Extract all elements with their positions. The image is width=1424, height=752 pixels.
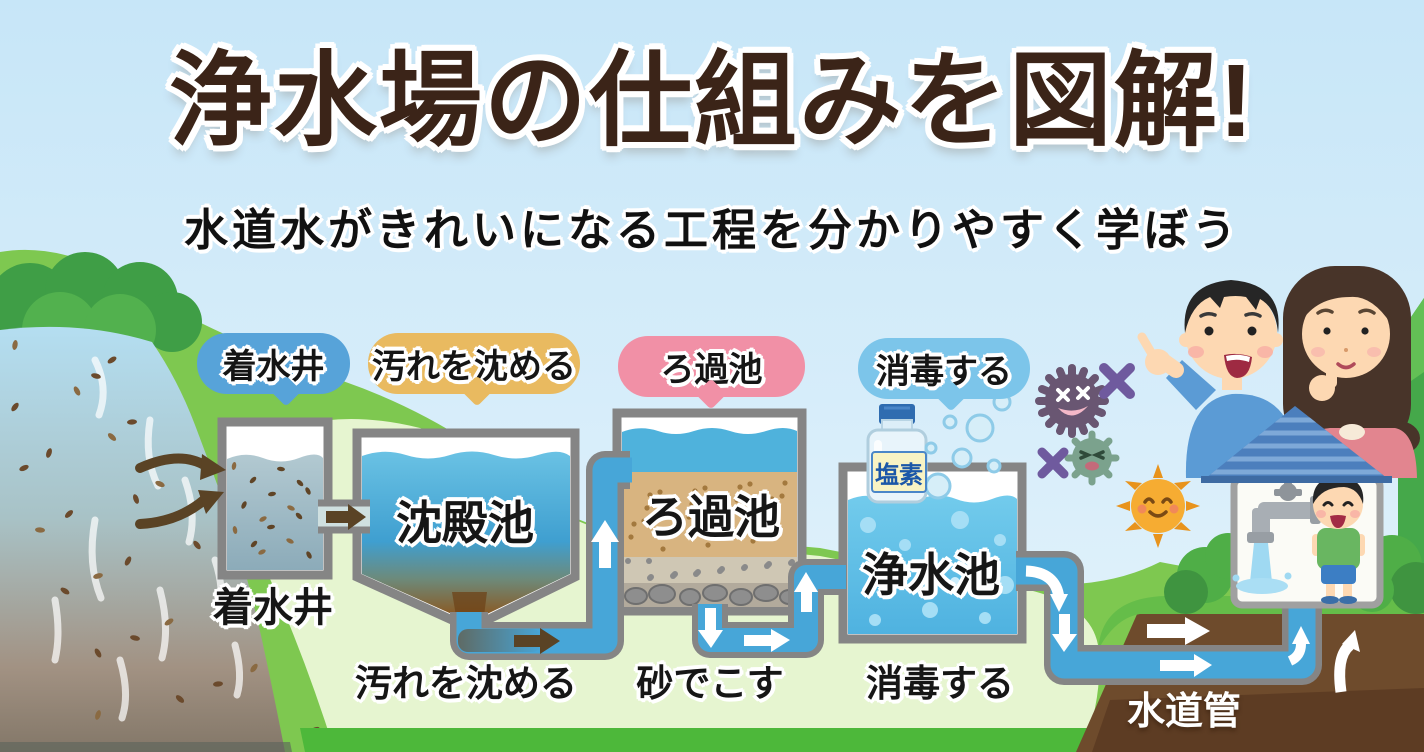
germ-purple-icon [1035,364,1109,438]
callout-label: 消毒する [876,353,1012,391]
receiving-well-tank [217,417,333,580]
label-filtration-tank: ろ過池 [642,491,780,543]
bottom-grass-strip [300,728,1095,752]
sand-layer [622,472,797,557]
gravel-dots [625,558,795,581]
callout-label: 汚れを沈める [372,348,576,386]
flow-arrow-brown [326,504,366,530]
flow-arrow-brown [514,628,560,654]
label-water-pipe: 水道管 [1126,691,1241,733]
germ-green-icon [1064,430,1120,486]
river-dirt-specks [11,340,320,734]
faucet-icon [1247,482,1321,543]
callout-label: ろ過池 [660,351,763,389]
caption-receiving-well: 着水井 [213,586,333,630]
sun-icon [1116,464,1200,548]
channel-well-to-sedimentation [318,499,370,534]
callout-disinfect: 消毒する [858,338,1030,399]
caption-filtration: 砂でこす [636,663,784,704]
tap-water [1232,543,1292,594]
flow-arrows-white [591,520,1360,693]
chlorine-bottle-label: 塩素 [871,451,927,493]
pipe-sedimentation-to-filtration [450,451,632,660]
label-clean-water-tank: 浄水池 [862,549,1000,601]
page-subtitle: 水道水がきれいになる工程を分かりやすく学ぼう [184,206,1240,255]
label-sedimentation-tank: 沈殿池 [396,497,534,549]
callout-label: 着水井 [222,348,325,386]
river [0,326,320,752]
tank1-dirt-specks [231,462,312,559]
chlorine-bubbles [924,392,1012,500]
river-streaks [51,356,244,722]
house [1230,474,1384,609]
callout-settle-dirt: 汚れを沈める [368,333,580,394]
river-intake-arrows [135,453,226,529]
callout-receiving-well: 着水井 [197,333,350,394]
page-title: 浄水場の仕組みを図解! [168,43,1256,158]
caption-disinfection: 消毒する [866,663,1014,704]
x-mark-icon [1037,447,1069,479]
callout-filter-basin: ろ過池 [618,336,805,397]
caption-sedimentation: 汚れを沈める [355,663,577,704]
x-mark-icon [1099,363,1135,399]
clean-water-bubbles [860,511,1014,626]
filtration-tank [612,408,807,616]
